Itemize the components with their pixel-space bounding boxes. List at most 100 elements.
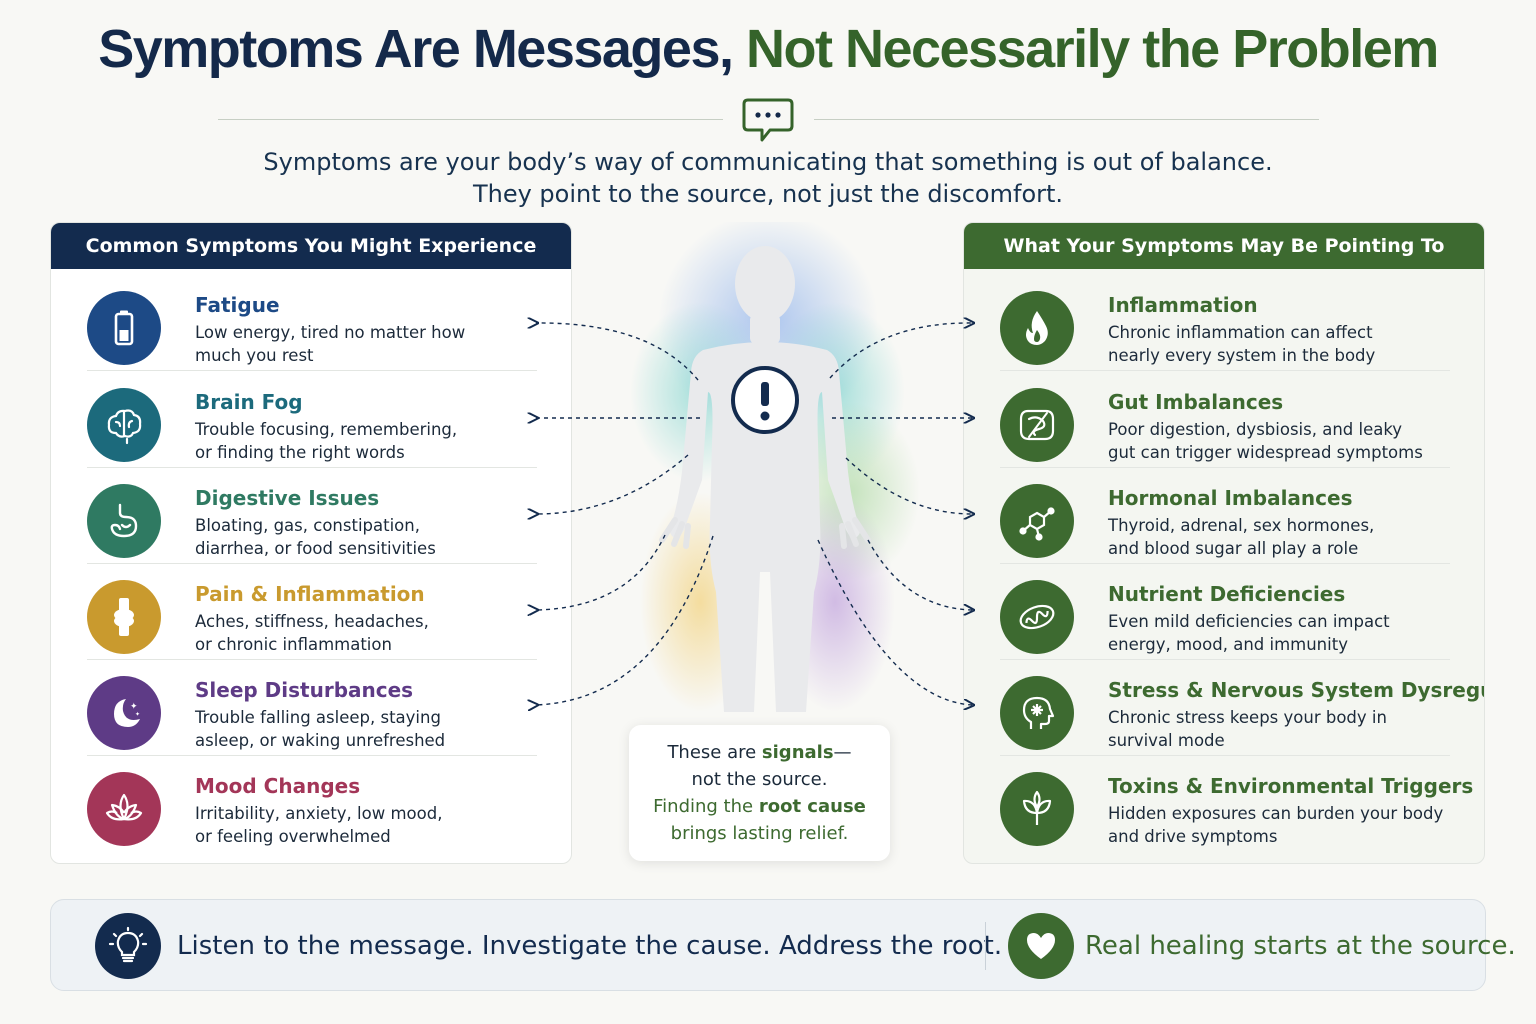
stomach-icon — [87, 484, 161, 558]
symptom-desc-line: or feeling overwhelmed — [195, 827, 391, 846]
subtitle-line-1: Symptoms are your body’s way of communic… — [263, 148, 1273, 176]
cause-title: Toxins & Environmental Triggers — [1108, 774, 1474, 798]
cause-description: Even mild deficiencies can impact energy… — [1108, 610, 1468, 656]
cause-description: Poor digestion, dysbiosis, and leaky gut… — [1108, 418, 1468, 464]
symptom-desc-line: Aches, stiffness, headaches, — [195, 612, 429, 631]
symptom-title: Mood Changes — [195, 774, 361, 798]
callout-highlight: signals — [761, 742, 834, 763]
symptom-desc-line: or finding the right words — [195, 443, 405, 462]
gut-icon — [1000, 388, 1074, 462]
mitochondria-icon — [1000, 580, 1074, 654]
symptoms-panel: Common Symptoms You Might Experience Fat… — [50, 222, 572, 864]
cause-description: Chronic stress keeps your body in surviv… — [1108, 706, 1468, 752]
symptom-desc-line: Trouble falling asleep, staying — [195, 708, 441, 727]
symptom-description: Low energy, tired no matter how much you… — [195, 321, 555, 367]
cause-desc-line: nearly every system in the body — [1108, 346, 1376, 365]
symptom-desc-line: much you rest — [195, 346, 314, 365]
cause-description: Thyroid, adrenal, sex hormones, and bloo… — [1108, 514, 1468, 560]
symptom-desc-line: or chronic inflammation — [195, 635, 392, 654]
symptom-desc-line: Irritability, anxiety, low mood, — [195, 804, 443, 823]
callout-text: — — [833, 742, 852, 763]
divider-right — [814, 119, 1319, 120]
joint-icon — [87, 580, 161, 654]
speech-bubble-icon — [742, 98, 794, 142]
footer-separator — [985, 922, 986, 970]
callout-highlight: root cause — [758, 796, 866, 817]
cause-title: Gut Imbalances — [1108, 390, 1284, 414]
callout-line-4: brings lasting relief. — [670, 823, 849, 844]
svg-text:✦: ✦ — [135, 711, 140, 718]
callout-line-1: These are signals— — [629, 739, 890, 766]
cause-desc-line: Thyroid, adrenal, sex hormones, — [1108, 516, 1375, 535]
flame-icon — [1000, 291, 1074, 365]
svg-text:✦: ✦ — [130, 702, 138, 712]
lotus-icon — [87, 772, 161, 846]
symptom-description: Trouble focusing, remembering, or findin… — [195, 418, 555, 464]
cause-description: Chronic inflammation can affect nearly e… — [1108, 321, 1468, 367]
leaf-icon — [1000, 772, 1074, 846]
subtitle-line-2: They point to the source, not just the d… — [472, 180, 1064, 208]
cause-title: Hormonal Imbalances — [1108, 486, 1353, 510]
moon-icon: ✦✦ — [87, 676, 161, 750]
cause-desc-line: and blood sugar all play a role — [1108, 539, 1359, 558]
symptom-title: Brain Fog — [195, 390, 303, 414]
cause-title: Nutrient Deficiencies — [1108, 582, 1346, 606]
symptom-desc-line: diarrhea, or food sensitivities — [195, 539, 436, 558]
symptom-item-fatigue: Fatigue Low energy, tired no matter how … — [87, 275, 537, 371]
footer-banner: Listen to the message. Investigate the c… — [50, 899, 1516, 991]
human-body-illustration — [630, 222, 920, 712]
cause-desc-line: and drive symptoms — [1108, 827, 1278, 846]
cause-item-inflammation: Inflammation Chronic inflammation can af… — [1000, 275, 1450, 371]
cause-item-stress: Stress & Nervous System Dysregulation Ch… — [1000, 660, 1484, 756]
lightbulb-icon — [95, 913, 161, 979]
signals-callout: These are signals— not the source. Findi… — [629, 725, 890, 861]
symptom-desc-line: Bloating, gas, constipation, — [195, 516, 420, 535]
footer-message-right: Real healing starts at the source. — [1085, 931, 1516, 961]
symptom-item-brain-fog: Brain Fog Trouble focusing, remembering,… — [87, 372, 537, 468]
symptom-title: Pain & Inflammation — [195, 582, 425, 606]
symptom-item-mood: Mood Changes Irritability, anxiety, low … — [87, 756, 537, 852]
cause-desc-line: survival mode — [1108, 731, 1225, 750]
molecule-icon — [1000, 484, 1074, 558]
page-title: Symptoms Are Messages, Not Necessarily t… — [0, 18, 1536, 80]
symptom-description: Aches, stiffness, headaches, or chronic … — [195, 610, 555, 656]
symptom-title: Sleep Disturbances — [195, 678, 414, 702]
cause-desc-line: energy, mood, and immunity — [1108, 635, 1348, 654]
cause-desc-line: gut can trigger widespread symptoms — [1108, 443, 1423, 462]
title-part-1: Symptoms Are Messages, — [98, 19, 734, 79]
callout-line-2: not the source. — [691, 769, 828, 790]
callout-text: Finding the — [653, 796, 759, 817]
cause-desc-line: Poor digestion, dysbiosis, and leaky — [1108, 420, 1403, 439]
root-causes-panel-header: What Your Symptoms May Be Pointing To — [964, 223, 1484, 269]
symptom-title: Fatigue — [195, 293, 280, 317]
cause-desc-line: Chronic inflammation can affect — [1108, 323, 1373, 342]
symptom-item-pain: Pain & Inflammation Aches, stiffness, he… — [87, 564, 537, 660]
root-causes-panel: What Your Symptoms May Be Pointing To In… — [963, 222, 1485, 864]
cause-item-toxins: Toxins & Environmental Triggers Hidden e… — [1000, 756, 1473, 852]
brain-icon — [87, 388, 161, 462]
cause-desc-line: Even mild deficiencies can impact — [1108, 612, 1390, 631]
cause-title: Inflammation — [1108, 293, 1258, 317]
cause-desc-line: Chronic stress keeps your body in — [1108, 708, 1387, 727]
cause-desc-line: Hidden exposures can burden your body — [1108, 804, 1444, 823]
symptom-item-digestive: Digestive Issues Bloating, gas, constipa… — [87, 468, 537, 564]
footer-message-left: Listen to the message. Investigate the c… — [177, 931, 1003, 961]
heart-icon — [1008, 913, 1074, 979]
subtitle: Symptoms are your body’s way of communic… — [0, 146, 1536, 210]
divider-left — [218, 119, 723, 120]
cause-description: Hidden exposures can burden your body an… — [1108, 802, 1468, 848]
cause-item-hormonal: Hormonal Imbalances Thyroid, adrenal, se… — [1000, 468, 1450, 564]
symptoms-panel-header: Common Symptoms You Might Experience — [51, 223, 571, 269]
callout-text: These are — [667, 742, 762, 763]
symptom-desc-line: Low energy, tired no matter how — [195, 323, 466, 342]
symptom-description: Bloating, gas, constipation, diarrhea, o… — [195, 514, 555, 560]
head-icon — [1000, 676, 1074, 750]
symptom-description: Trouble falling asleep, staying asleep, … — [195, 706, 555, 752]
cause-item-gut: Gut Imbalances Poor digestion, dysbiosis… — [1000, 372, 1450, 468]
cause-item-nutrient: Nutrient Deficiencies Even mild deficien… — [1000, 564, 1450, 660]
symptom-item-sleep: ✦✦ Sleep Disturbances Trouble falling as… — [87, 660, 537, 756]
cause-title: Stress & Nervous System Dysregulation — [1108, 678, 1484, 702]
battery-icon — [87, 291, 161, 365]
symptom-desc-line: asleep, or waking unrefreshed — [195, 731, 446, 750]
symptom-description: Irritability, anxiety, low mood, or feel… — [195, 802, 555, 848]
